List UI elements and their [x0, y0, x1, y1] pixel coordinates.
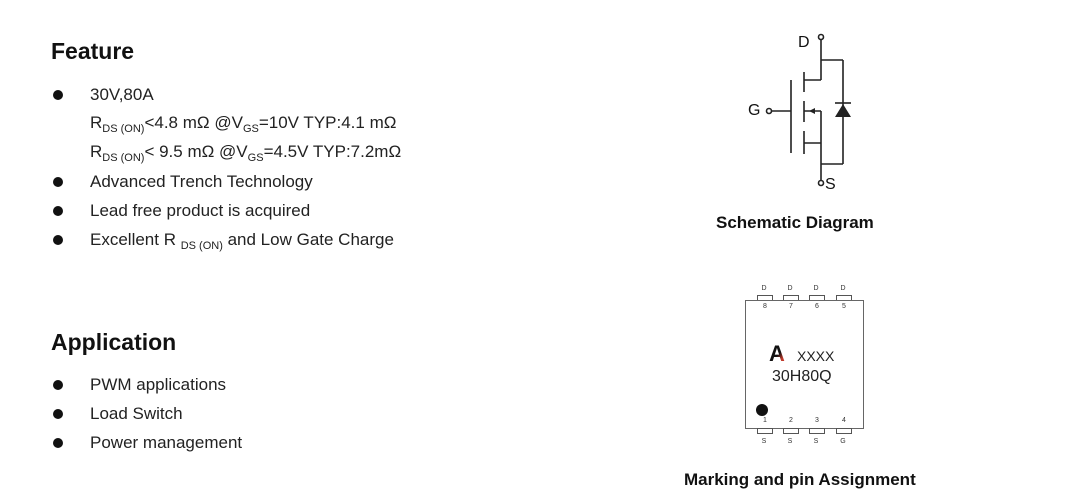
brand-logo: A: [769, 343, 785, 365]
subscript: DS (ON): [102, 152, 145, 164]
bullet-icon: [53, 380, 63, 390]
pin-name: S: [813, 438, 819, 445]
value-text: =4.5V TYP:7.2mΩ: [263, 142, 402, 161]
mosfet-symbol-icon: [765, 33, 851, 187]
pin-number: 4: [842, 417, 846, 424]
pin-number: 1: [763, 417, 767, 424]
package-diagram: D D D D 8 7 6 5 A XXXX 30H80Q 1 2 3 4 S …: [740, 285, 870, 455]
pin-pad: [757, 428, 773, 434]
value-text: <4.8 mΩ @V: [144, 113, 243, 132]
feature-rdson-10v: RDS (ON)<4.8 mΩ @VGS=10V TYP:4.1 mΩ: [90, 113, 397, 135]
package-caption: Marking and pin Assignment: [684, 470, 916, 489]
application-item: Power management: [90, 433, 243, 452]
marking-code: XXXX: [797, 348, 835, 364]
bullet-icon: [53, 90, 63, 100]
feature-item: Advanced Trench Technology: [90, 172, 313, 191]
bullet-icon: [53, 206, 63, 216]
application-item: PWM applications: [90, 375, 227, 394]
pin-name: D: [840, 285, 846, 292]
subscript: GS: [242, 123, 259, 135]
source-terminal-icon: [817, 179, 825, 187]
text: Excellent R: [90, 230, 181, 249]
subscript: DS (ON): [180, 240, 223, 252]
value-text: < 9.5 mΩ @V: [144, 142, 248, 161]
r-symbol: R: [90, 113, 103, 132]
package-body: 8 7 6 5 A XXXX 30H80Q 1 2 3 4: [745, 300, 864, 429]
gate-terminal-icon: [765, 107, 773, 115]
feature-rdson-4v5: RDS (ON)< 9.5 mΩ @VGS=4.5V TYP:7.2mΩ: [90, 142, 402, 164]
pin-number: 7: [789, 303, 793, 310]
value-text: =10V TYP:4.1 mΩ: [258, 113, 397, 132]
bullet-icon: [53, 235, 63, 245]
pin-pad: [809, 428, 825, 434]
pin-name: D: [813, 285, 819, 292]
pin-number: 5: [842, 303, 846, 310]
mosfet-schematic: D G S: [735, 28, 875, 193]
text: and Low Gate Charge: [222, 230, 394, 249]
application-item: Load Switch: [90, 404, 183, 423]
bullet-icon: [53, 177, 63, 187]
feature-item-rdson-gate: Excellent R DS (ON) and Low Gate Charge: [90, 230, 394, 252]
pin-number: 8: [763, 303, 767, 310]
pin-name: D: [787, 285, 793, 292]
pin-name: G: [840, 438, 846, 445]
r-symbol: R: [90, 142, 103, 161]
drain-label: D: [798, 34, 810, 51]
bullet-icon: [53, 409, 63, 419]
bullet-icon: [53, 438, 63, 448]
pin-number: 2: [789, 417, 793, 424]
feature-item: 30V,80A: [90, 85, 154, 104]
gate-label: G: [748, 102, 761, 119]
feature-heading: Feature: [51, 38, 135, 64]
pin-name: S: [761, 438, 767, 445]
pin-name: D: [761, 285, 767, 292]
drain-terminal-icon: [817, 33, 825, 41]
pin-number: 6: [815, 303, 819, 310]
application-heading: Application: [51, 329, 177, 355]
pin1-indicator-icon: [756, 404, 768, 416]
pin-pad: [783, 428, 799, 434]
logo-letter: A: [769, 341, 785, 366]
arrow-icon: [809, 108, 815, 114]
schematic-caption: Schematic Diagram: [716, 213, 874, 232]
pin-name: S: [787, 438, 793, 445]
pin-number: 3: [815, 417, 819, 424]
feature-item: Lead free product is acquired: [90, 201, 311, 220]
diode-icon: [835, 104, 851, 117]
pin-pad: [836, 428, 852, 434]
source-label: S: [825, 176, 836, 193]
subscript: DS (ON): [102, 123, 145, 135]
part-number: 30H80Q: [772, 368, 832, 385]
subscript: GS: [247, 152, 264, 164]
